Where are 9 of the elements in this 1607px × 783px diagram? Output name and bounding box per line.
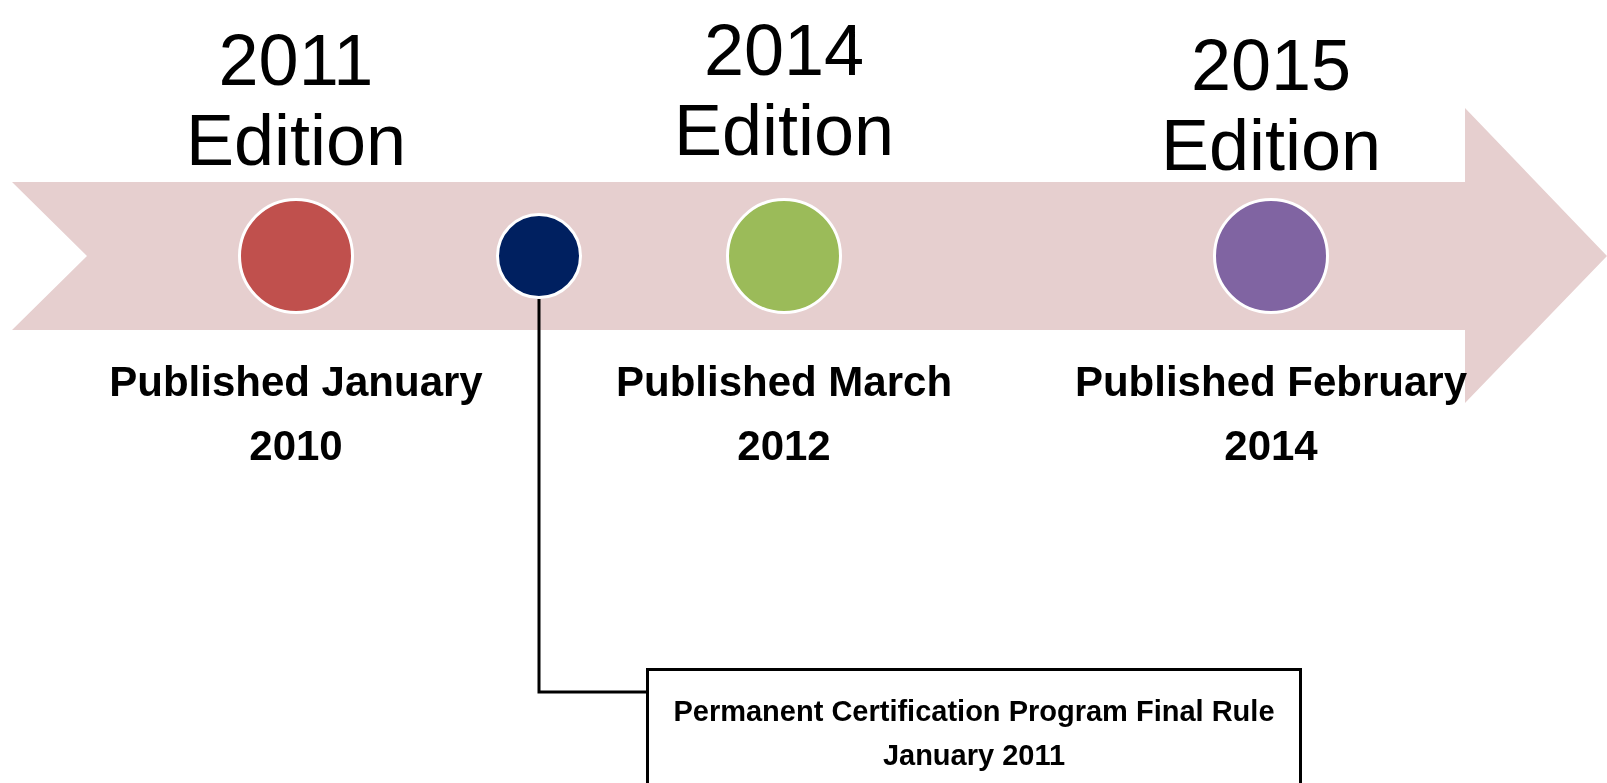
publication-date: Published March 2012 bbox=[614, 357, 954, 471]
edition-label: 2015 Edition bbox=[1159, 25, 1383, 185]
note-box bbox=[646, 668, 1302, 783]
publication-date: Published January 2010 bbox=[108, 357, 484, 471]
note-text: Permanent Certification Program Final Rule January 2011 bbox=[672, 694, 1276, 773]
leader-line bbox=[537, 299, 646, 694]
edition-label: 2011 Edition bbox=[184, 20, 408, 180]
publication-date: Published February 2014 bbox=[1073, 357, 1469, 471]
edition-label: 2014 Edition bbox=[672, 10, 896, 170]
